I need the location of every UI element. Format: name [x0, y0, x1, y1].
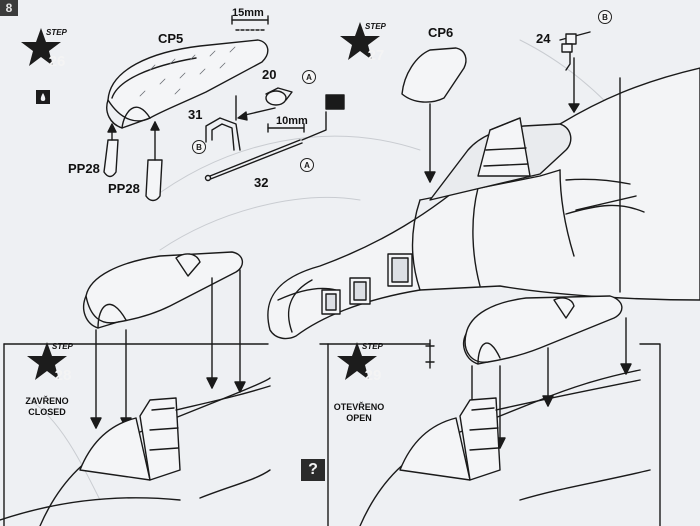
step-29-star	[337, 342, 377, 380]
step-29-word: STEP	[362, 342, 383, 351]
part-31-label: 31	[188, 107, 203, 122]
step-28-star	[27, 342, 67, 380]
step-28-number: 28	[54, 367, 72, 384]
part-32-label: 32	[254, 175, 269, 190]
part-20-label: 20	[262, 67, 277, 82]
step-26-word: STEP	[46, 28, 67, 37]
step-27-number: 27	[367, 47, 385, 64]
step-28-word: STEP	[52, 342, 73, 351]
dimension-15mm: 15mm	[232, 7, 264, 19]
step-29-caption: OTEVŘENO OPEN	[326, 402, 392, 424]
step-29-caption-en: OPEN	[346, 413, 372, 423]
part-cp6-label: CP6	[428, 25, 454, 40]
part-pp28-label-b: PP28	[108, 181, 140, 196]
step-26-star	[21, 28, 61, 66]
step-27-star	[340, 22, 380, 60]
step-28-badge: STEP 28	[22, 334, 73, 384]
step-28-caption-cz: ZAVŘENO	[25, 396, 69, 406]
page-number: 8	[0, 0, 18, 16]
step-28-caption: ZAVŘENO CLOSED	[14, 396, 80, 418]
help-question-icon: ?	[301, 459, 325, 481]
step-29-badge: STEP 29	[332, 334, 383, 384]
dimension-10mm: 10mm	[276, 115, 308, 127]
step-27-word: STEP	[365, 22, 386, 31]
glue-mark-a-part32: A	[300, 158, 314, 172]
step-27-badge: STEP 27	[335, 14, 386, 64]
step-29-number: 29	[364, 367, 382, 384]
glue-mark-b-part31: B	[192, 140, 206, 154]
step-28-caption-en: CLOSED	[28, 407, 66, 417]
glue-mark-a-part20: A	[302, 70, 316, 84]
part-24-label: 24	[536, 31, 551, 46]
step-26-number: 26	[48, 53, 66, 70]
step-26-badge: STEP 26	[16, 20, 67, 70]
glue-mark-b-part24: B	[598, 10, 612, 24]
cp5-canopy-drawing	[106, 39, 269, 129]
part-cp5-label: CP5	[158, 31, 184, 46]
part-pp28-label-a: PP28	[68, 161, 100, 176]
step-29-caption-cz: OTEVŘENO	[333, 402, 385, 412]
